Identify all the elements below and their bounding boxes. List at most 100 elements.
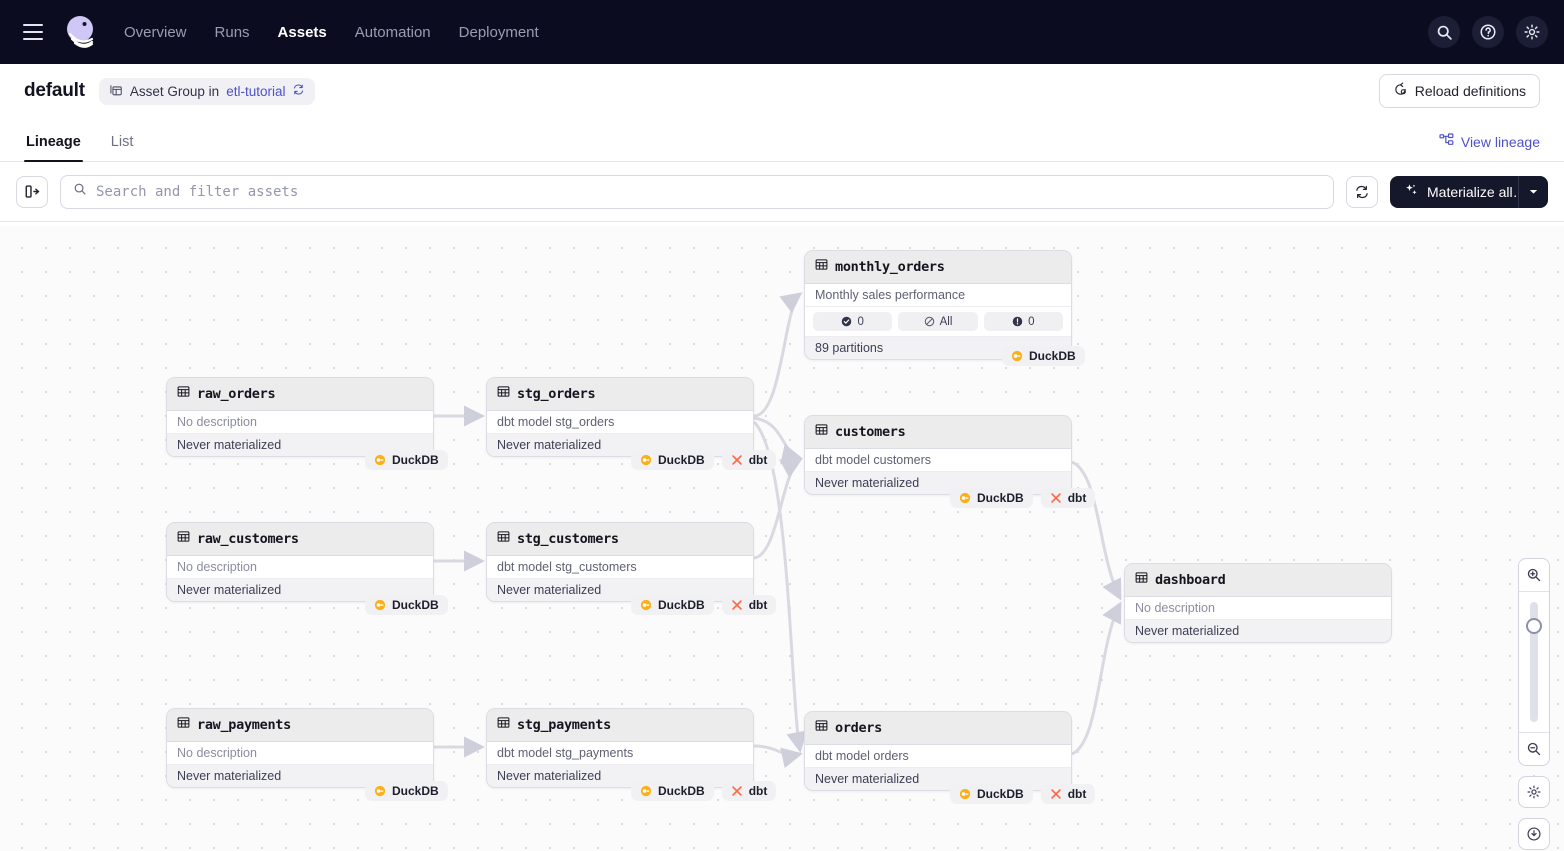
duckdb-icon	[959, 492, 971, 504]
zoom-in-icon[interactable]	[1519, 559, 1549, 591]
gear-icon[interactable]	[1516, 16, 1548, 48]
asset-node-title: raw_orders	[197, 386, 276, 402]
partition-chip-missing[interactable]: All	[898, 312, 978, 331]
asset-node-header: customers	[805, 416, 1071, 449]
partition-chip-failed[interactable]: 0	[983, 312, 1063, 331]
table-icon	[1135, 571, 1148, 589]
graph-settings-button[interactable]	[1518, 776, 1550, 808]
compute-kind-tag-dbt[interactable]: dbt	[721, 595, 777, 615]
asset-node-header: raw_payments	[167, 709, 433, 742]
compute-kind-tag-duckdb[interactable]: DuckDB	[631, 595, 714, 615]
view-lineage-link[interactable]: View lineage	[1439, 133, 1540, 161]
nav-link-assets[interactable]: Assets	[277, 23, 327, 41]
asset-group-icon	[109, 83, 123, 100]
compute-kind-tag-duckdb[interactable]: DuckDB	[631, 781, 714, 801]
compute-kind-tag-duckdb[interactable]: DuckDB	[365, 781, 448, 801]
asset-node-title: stg_payments	[517, 717, 611, 733]
tag-label: DuckDB	[658, 453, 705, 467]
duckdb-icon	[959, 788, 971, 800]
tag-label: DuckDB	[1029, 349, 1076, 363]
asset-node-orders[interactable]: orders dbt model orders Never materializ…	[804, 711, 1072, 791]
nav-link-automation[interactable]: Automation	[354, 23, 431, 41]
tag-label: DuckDB	[658, 784, 705, 798]
edge-stg_orders-monthly_orders	[753, 292, 803, 418]
page-title: default	[24, 80, 85, 101]
asset-node-raw_orders[interactable]: raw_orders No description Never material…	[166, 377, 434, 457]
refresh-icon[interactable]	[292, 83, 305, 99]
zoom-slider-track	[1530, 602, 1538, 722]
tab-list[interactable]: List	[110, 134, 134, 150]
zoom-slider-handle[interactable]	[1526, 618, 1542, 634]
materialize-all-button[interactable]: Materialize all…	[1390, 175, 1518, 208]
compute-kind-tag-duckdb[interactable]: DuckDB	[950, 488, 1033, 508]
compute-kind-tag-dbt[interactable]: dbt	[1040, 784, 1096, 804]
asset-node-title: raw_payments	[197, 717, 291, 733]
asset-node-header: dashboard	[1125, 564, 1391, 597]
asset-node-stg_orders[interactable]: stg_orders dbt model stg_orders Never ma…	[486, 377, 754, 457]
asset-tags-stg_customers: DuckDB dbt	[631, 595, 777, 615]
zoom-slider[interactable]	[1519, 592, 1549, 732]
nav-link-runs[interactable]: Runs	[214, 23, 250, 41]
fit-view-button[interactable]	[1518, 818, 1550, 850]
asset-node-title: customers	[835, 424, 906, 440]
compute-kind-tag-duckdb[interactable]: DuckDB	[950, 784, 1033, 804]
dagster-logo-icon[interactable]	[58, 10, 102, 54]
compute-kind-tag-duckdb[interactable]: DuckDB	[1002, 346, 1085, 366]
materialize-all-label: Materialize all…	[1427, 183, 1518, 200]
partition-chip-label: 0	[1028, 315, 1035, 328]
asset-node-raw_customers[interactable]: raw_customers No description Never mater…	[166, 522, 434, 602]
asset-node-status: Never materialized	[167, 434, 433, 456]
asset-group-badge[interactable]: Asset Group in etl-tutorial	[98, 77, 316, 105]
asset-node-header: monthly_orders	[805, 251, 1071, 284]
compute-kind-tag-duckdb[interactable]: DuckDB	[365, 450, 448, 470]
zoom-out-icon[interactable]	[1519, 733, 1549, 765]
reload-icon	[1393, 82, 1408, 100]
compute-kind-tag-duckdb[interactable]: DuckDB	[365, 595, 448, 615]
top-navigation: Overview Runs Assets Automation Deployme…	[0, 0, 1564, 64]
lineage-canvas[interactable]: monthly_orders Monthly sales performance…	[0, 226, 1564, 851]
tab-lineage[interactable]: Lineage	[24, 134, 83, 162]
tag-label: DuckDB	[977, 491, 1024, 505]
asset-node-raw_payments[interactable]: raw_payments No description Never materi…	[166, 708, 434, 788]
asset-node-description: No description	[1125, 597, 1391, 620]
asset-node-stg_customers[interactable]: stg_customers dbt model stg_customers Ne…	[486, 522, 754, 602]
compute-kind-tag-dbt[interactable]: dbt	[1040, 488, 1096, 508]
compute-kind-tag-dbt[interactable]: dbt	[721, 450, 777, 470]
partition-chip-success[interactable]: 0	[813, 312, 893, 331]
asset-node-monthly_orders[interactable]: monthly_orders Monthly sales performance…	[804, 250, 1072, 360]
sparkle-icon	[1404, 183, 1419, 201]
hamburger-menu-icon[interactable]	[16, 15, 50, 49]
asset-node-header: raw_orders	[167, 378, 433, 411]
asset-node-header: orders	[805, 712, 1071, 745]
asset-node-header: stg_customers	[487, 523, 753, 556]
compute-kind-tag-dbt[interactable]: dbt	[721, 781, 777, 801]
asset-node-customers[interactable]: customers dbt model customers Never mate…	[804, 415, 1072, 495]
asset-tags-raw_orders: DuckDB	[365, 450, 448, 470]
dbt-icon	[731, 600, 742, 610]
dbt-icon	[1050, 789, 1061, 799]
materialize-dropdown-button[interactable]	[1518, 175, 1548, 208]
asset-node-description: dbt model stg_customers	[487, 556, 753, 579]
tag-label: dbt	[748, 598, 768, 612]
nav-link-overview[interactable]: Overview	[124, 23, 187, 41]
asset-node-description: dbt model stg_orders	[487, 411, 753, 434]
view-lineage-label: View lineage	[1460, 134, 1540, 150]
asset-node-dashboard[interactable]: dashboard No description Never materiali…	[1124, 563, 1392, 643]
search-icon[interactable]	[1428, 16, 1460, 48]
lineage-icon	[1439, 133, 1454, 151]
tag-label: dbt	[1067, 787, 1087, 801]
nav-link-deployment[interactable]: Deployment	[458, 23, 539, 41]
zoom-slider-stack	[1518, 558, 1550, 766]
panel-toggle-icon[interactable]	[16, 175, 48, 208]
reload-definitions-button[interactable]: Reload definitions	[1378, 74, 1540, 108]
asset-node-status: Never materialized	[167, 579, 433, 601]
search-input[interactable]	[96, 183, 1321, 200]
compute-kind-tag-duckdb[interactable]: DuckDB	[631, 450, 714, 470]
search-filter-box[interactable]	[60, 174, 1334, 209]
asset-node-description: dbt model orders	[805, 745, 1071, 768]
table-icon	[815, 258, 828, 276]
help-icon[interactable]	[1472, 16, 1504, 48]
refresh-graph-icon[interactable]	[1346, 175, 1378, 208]
asset-node-stg_payments[interactable]: stg_payments dbt model stg_payments Neve…	[486, 708, 754, 788]
asset-group-link[interactable]: etl-tutorial	[226, 83, 286, 99]
